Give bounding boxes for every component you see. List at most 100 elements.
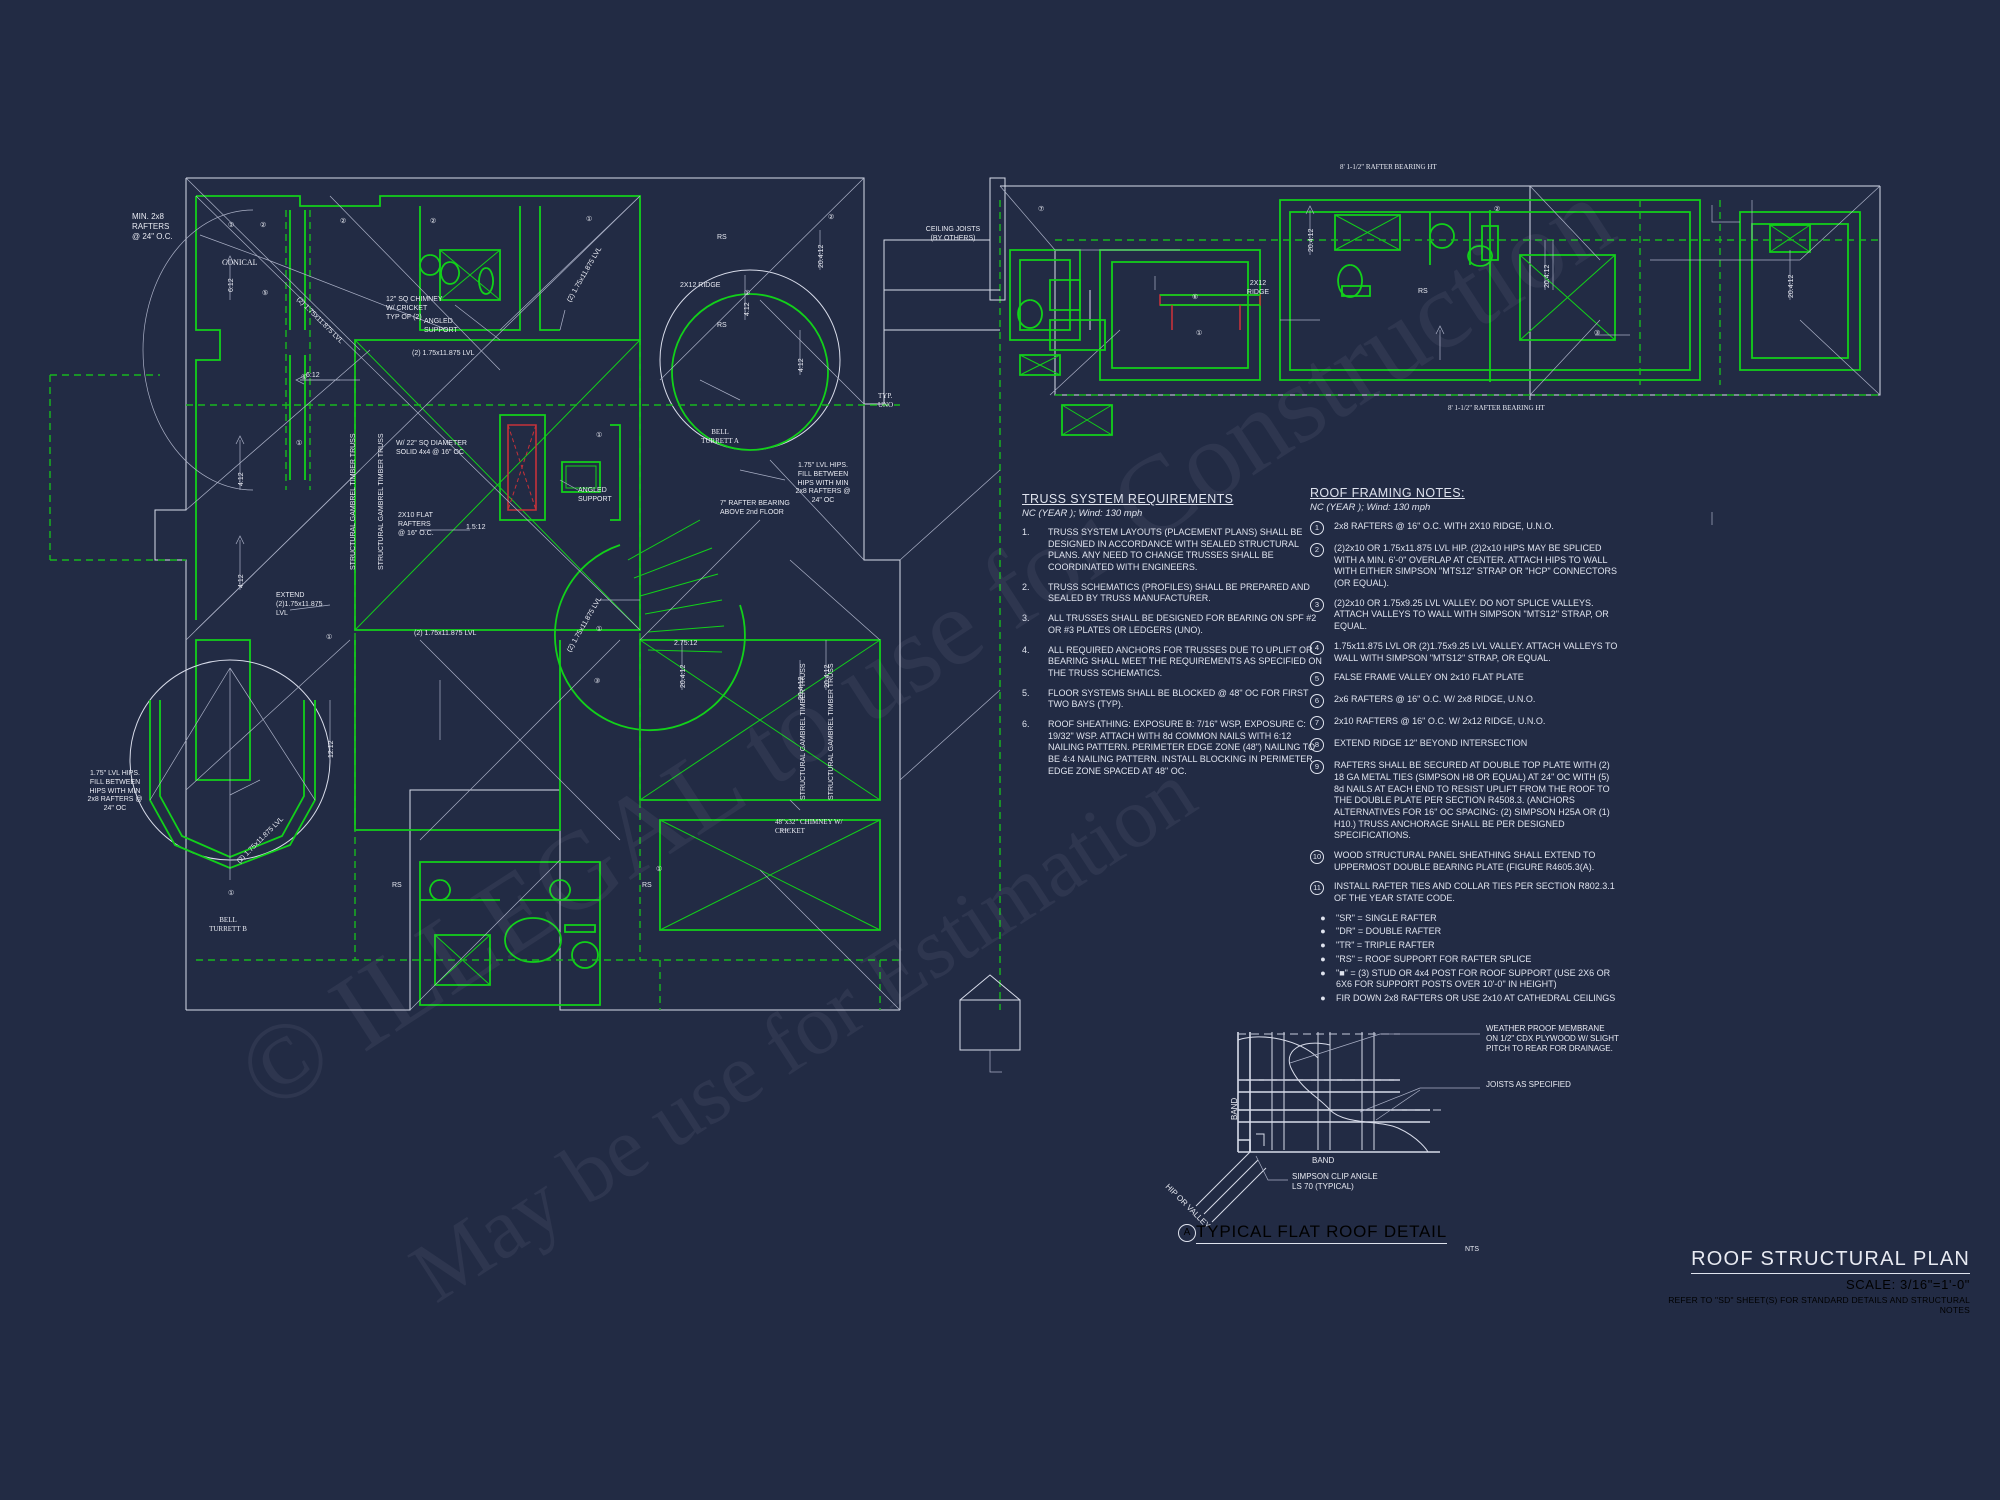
flat-roof-detail-title: TYPICAL FLAT ROOF DETAIL xyxy=(1196,1222,1447,1244)
annotation-lvl-1: (2) 1.75x11.875 LVL xyxy=(412,350,475,357)
callout-bubble: ⑥ xyxy=(1192,294,1199,301)
callout-bubble: ② xyxy=(1494,206,1501,213)
callout-bubble: ① xyxy=(301,374,308,381)
annotation-bell-turret-a: BELL TURRETT A xyxy=(701,428,739,445)
slope-tag: 12:12 xyxy=(328,740,335,758)
note-item: 4.ALL REQUIRED ANCHORS FOR TRUSSES DUE T… xyxy=(1022,645,1322,680)
rs-marker: RS xyxy=(1418,288,1428,295)
flat-roof-detail-linework xyxy=(1195,1032,1480,1223)
note-number: 1. xyxy=(1022,527,1030,537)
slope-tag: 6:12 xyxy=(306,372,320,379)
left-leaders xyxy=(199,234,801,831)
callout-bubble: ① xyxy=(656,866,663,873)
chimney-cricket xyxy=(959,974,1021,1073)
bullet-dot-icon: ● xyxy=(1320,992,1326,1003)
callout-bubble: ① xyxy=(596,432,603,439)
note-text: WOOD STRUCTURAL PANEL SHEATHING SHALL EX… xyxy=(1334,850,1596,872)
rs-marker: RS xyxy=(392,882,402,889)
note-bullet-item: ●"TR" = TRIPLE RAFTER xyxy=(1310,940,1620,952)
slope-tag: 6:12 xyxy=(228,278,235,292)
note-text: RAFTERS SHALL BE SECURED AT DOUBLE TOP P… xyxy=(1334,760,1610,841)
note-number: 10 xyxy=(1310,850,1334,873)
bullet-dot-icon: ● xyxy=(1320,926,1326,937)
annotation-min-rafters: MIN. 2x8 RAFTERS @ 24" O.C. xyxy=(132,212,173,241)
sheet-scale: SCALE: 3/16"=1'-0" xyxy=(1640,1277,1970,1292)
note-number: 2. xyxy=(1022,581,1030,592)
callout-bubble: ① xyxy=(296,440,303,447)
right-leaders xyxy=(1154,205,1740,525)
rs-marker: RS xyxy=(642,882,652,889)
note-item: 3.ALL TRUSSES SHALL BE DESIGNED FOR BEAR… xyxy=(1022,613,1322,636)
detail-label-band-horizontal: BAND xyxy=(1312,1156,1335,1165)
annotation-chimney-12sq: 12" SQ CHIMNEY W/ CRICKET TYP OF (2) xyxy=(386,296,443,321)
truss-system-requirements-block: TRUSS SYSTEM REQUIREMENTS NC (YEAR ); Wi… xyxy=(1022,492,1322,777)
callout-bubble: ① xyxy=(586,216,593,223)
annotation-rafter-bearing-ht-top: 8' 1-1/2" RAFTER BEARING HT xyxy=(1340,163,1437,171)
annotation-rafter-bearing-above: 7" RAFTER BEARING ABOVE 2nd FLOOR xyxy=(720,500,790,516)
callout-bubble: ① xyxy=(228,222,235,229)
note-number: 3 xyxy=(1310,597,1334,633)
sheet-scale-prefix: SCALE: xyxy=(1845,1277,1896,1292)
detail-label-band-vertical: BAND xyxy=(1230,1097,1239,1120)
note-bullet-text: "RS" = ROOF SUPPORT FOR RAFTER SPLICE xyxy=(1336,953,1532,964)
slope-tag: 20.4:12 xyxy=(1788,274,1795,298)
note-number: 5. xyxy=(1022,687,1030,698)
note-text: FALSE FRAME VALLEY ON 2x10 FLAT PLATE xyxy=(1334,672,1524,683)
plan-connector xyxy=(884,289,1260,436)
note-text: (2)2x10 OR 1.75x11.875 LVL HIP. (2)2x10 … xyxy=(1334,543,1617,589)
note-item: 2(2)2x10 OR 1.75x11.875 LVL HIP. (2)2x10… xyxy=(1310,543,1620,590)
right-plan-hips xyxy=(999,185,1881,396)
note-bullet-item: ●"■" = (3) STUD OR 4x4 POST FOR ROOF SUP… xyxy=(1310,968,1620,991)
annotation-by-others: CEILING JOISTS (BY OTHERS) xyxy=(925,226,981,242)
note-item: 3(2)2x10 OR 1.75x9.25 LVL VALLEY. DO NOT… xyxy=(1310,597,1620,633)
note-bullet-item: ●"SR" = SINGLE RAFTER xyxy=(1310,913,1620,925)
note-number: 7 xyxy=(1310,716,1334,731)
note-item: 6.ROOF SHEATHING: EXPOSURE B: 7/16" WSP,… xyxy=(1022,719,1322,777)
annotation-gambrel-truss-2: STRUCTURAL GAMBREL TIMBER TRUSS xyxy=(378,433,385,570)
note-number: 2 xyxy=(1310,543,1334,590)
annotation-2x10-flat-rafters: 2X10 FLAT RAFTERS @ 16" O.C. xyxy=(398,512,434,537)
callout-bubble: ① xyxy=(228,890,235,897)
note-text: 2x6 RAFTERS @ 16" O.C. W/ 2x8 RIDGE, U.N… xyxy=(1334,694,1536,705)
callout-bubble: ② xyxy=(260,222,267,229)
right-plan-green-framing xyxy=(1009,199,1861,382)
note-number: 4. xyxy=(1022,644,1030,655)
framing-notes-heading: ROOF FRAMING NOTES: xyxy=(1310,486,1465,500)
note-text: TRUSS SCHEMATICS (PROFILES) SHALL BE PRE… xyxy=(1048,581,1310,604)
callout-bubble: ⑤ xyxy=(262,290,269,297)
slope-tag: 2.75:12 xyxy=(674,640,698,647)
right-plan-dashed xyxy=(1055,200,1880,396)
note-text: FLOOR SYSTEMS SHALL BE BLOCKED @ 48" OC … xyxy=(1048,687,1309,710)
right-dimension-arrows xyxy=(1280,200,1791,360)
rs-marker: RS xyxy=(717,322,727,329)
note-text: EXTEND RIDGE 12" BEYOND INTERSECTION xyxy=(1334,738,1528,749)
note-text: TRUSS SYSTEM LAYOUTS (PLACEMENT PLANS) S… xyxy=(1048,527,1303,573)
note-number: 3. xyxy=(1022,613,1030,624)
note-number: 6 xyxy=(1310,694,1334,709)
note-text: INSTALL RAFTER TIES AND COLLAR TIES PER … xyxy=(1334,881,1615,904)
slope-tag: 1.5:12 xyxy=(466,524,486,531)
framing-notes-bullets: ●"SR" = SINGLE RAFTER●"DR" = DOUBLE RAFT… xyxy=(1310,913,1620,1005)
callout-bubble: ③ xyxy=(594,678,601,685)
note-bullet-text: "DR" = DOUBLE RAFTER xyxy=(1336,926,1442,937)
callout-bubble: ③ xyxy=(1594,330,1601,337)
slope-tag: 20.4:12 xyxy=(1308,228,1315,252)
annotation-lvl-hips-left: 1.75" LVL HIPS. FILL BETWEEN HIPS WITH M… xyxy=(87,770,143,812)
annotation-lvl-2: (2) 1.75x11.875 LVL xyxy=(414,630,477,637)
slope-tag: 20.4:12 xyxy=(680,664,687,688)
bullet-dot-icon: ● xyxy=(1320,953,1326,964)
annotation-extend-lvl: EXTEND (2)1.75x11.875 LVL xyxy=(276,592,323,617)
bullet-dot-icon: ● xyxy=(1320,940,1326,951)
sheet-title: ROOF STRUCTURAL PLAN xyxy=(1691,1248,1970,1274)
left-plan-green-framing xyxy=(129,195,881,1006)
bullet-dot-icon: ● xyxy=(1320,967,1326,978)
note-number: 8 xyxy=(1310,738,1334,753)
note-text: 1.75x11.875 LVL OR (2)1.75x9.25 LVL VALL… xyxy=(1334,640,1618,663)
callout-bubble: ① xyxy=(744,290,751,297)
